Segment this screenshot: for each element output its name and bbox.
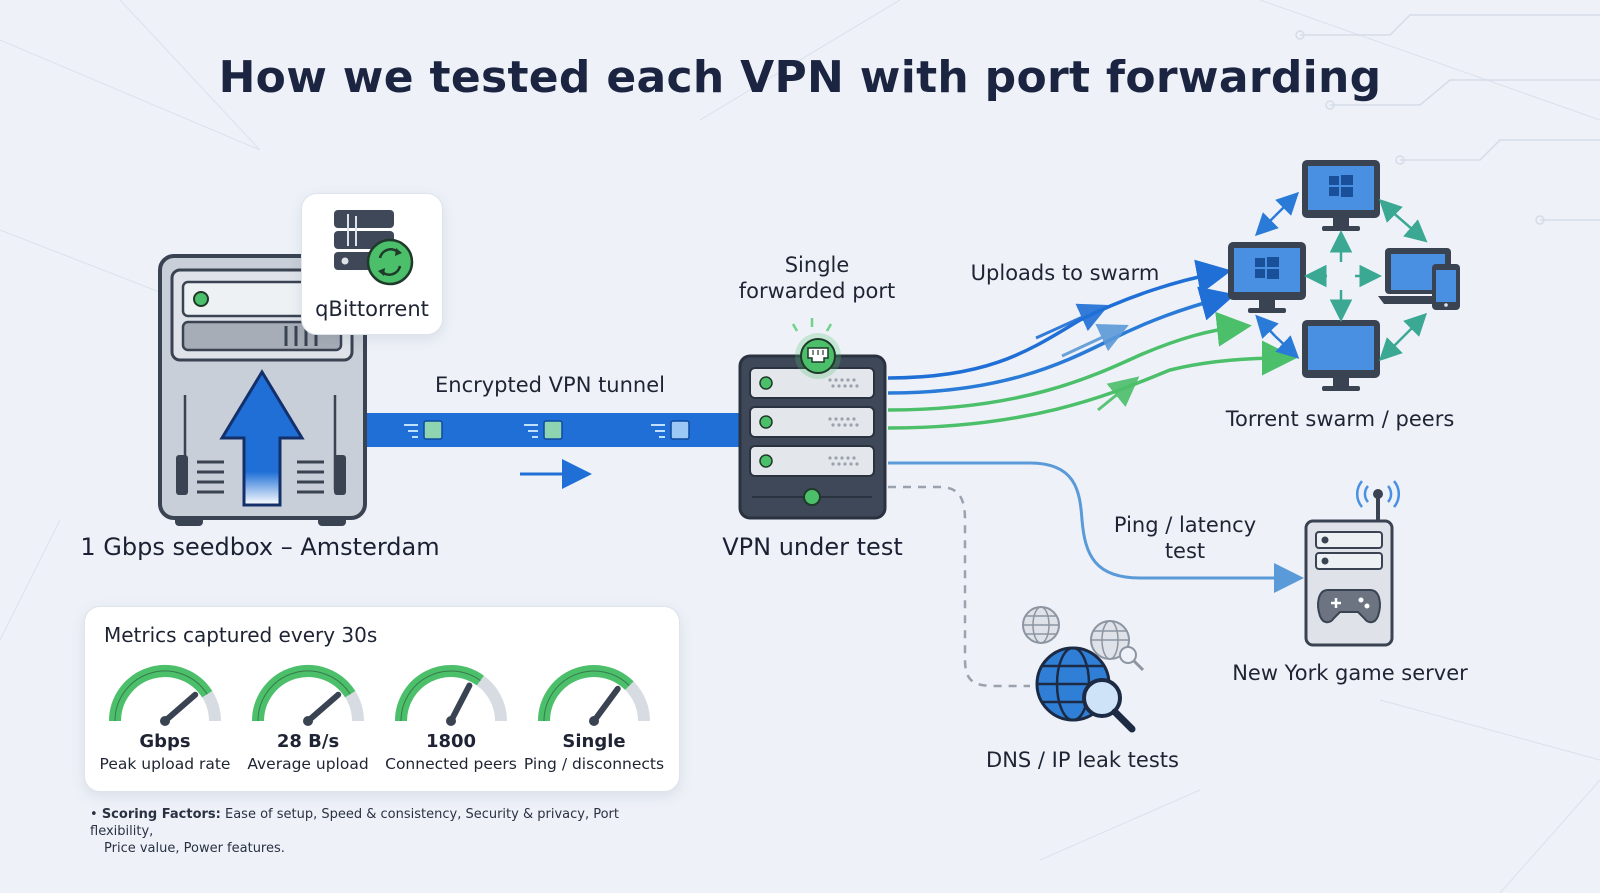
metric-label: Connected peers xyxy=(385,755,517,773)
dns-label: DNS / IP leak tests xyxy=(986,748,1179,772)
gauge-needle xyxy=(305,691,342,724)
scoring-text: Ease of setup, Speed & consistency, Secu… xyxy=(90,807,619,839)
game-server-label: New York game server xyxy=(1232,661,1468,685)
seedbox-label: 1 Gbps seedbox – Amsterdam xyxy=(80,533,440,561)
gauge-icon xyxy=(538,665,650,726)
metric-label: Ping / disconnects xyxy=(523,755,665,773)
page-title: How we tested each VPN with port forward… xyxy=(218,52,1382,103)
vpn-tunnel xyxy=(355,413,745,489)
vpn-server-icon xyxy=(738,354,887,520)
gauge-needle xyxy=(448,682,473,724)
dns-line xyxy=(888,485,1030,688)
gauge-needle xyxy=(162,691,199,724)
metric-value: 28 B/s xyxy=(276,731,340,752)
scoring-label: Scoring Factors: xyxy=(101,807,221,822)
vpn-label: VPN under test xyxy=(722,533,903,561)
globe-icon xyxy=(1022,606,1145,722)
phone-icon xyxy=(1432,264,1460,310)
scoring-text-2: Price value, Power features. xyxy=(104,841,285,856)
gauge-icon xyxy=(109,665,221,726)
swarm-peers xyxy=(1228,160,1460,391)
gauge-fill xyxy=(538,665,634,722)
metric-label: Average upload xyxy=(247,755,369,773)
metrics-heading: Metrics captured every 30s xyxy=(104,623,378,647)
ping-line xyxy=(888,461,1304,593)
scoring-note: • Scoring Factors: Ease of setup, Speed … xyxy=(90,806,670,857)
uploads-label: Uploads to swarm xyxy=(970,261,1160,285)
gauge-needle xyxy=(591,685,621,724)
ping-label: Ping / latency test xyxy=(1113,513,1257,563)
windows-monitor-left xyxy=(1228,242,1306,313)
bullet: • xyxy=(90,807,102,822)
arrow-up-icon xyxy=(219,369,305,507)
qbittorrent-label: qBittorrent xyxy=(315,297,429,321)
monitor-bottom xyxy=(1302,320,1380,391)
metric-value: Gbps xyxy=(139,731,191,752)
gauge-fill xyxy=(395,665,484,722)
gauge-icon xyxy=(395,665,507,726)
ethernet-port-icon xyxy=(791,318,841,379)
tunnel-label: Encrypted VPN tunnel xyxy=(434,373,665,397)
qbittorrent-card: qBittorrent xyxy=(301,193,443,335)
upload-lines xyxy=(887,259,1297,430)
metric-label: Peak upload rate xyxy=(99,755,231,773)
swarm-label: Torrent swarm / peers xyxy=(1225,407,1455,431)
windows-monitor-top xyxy=(1302,160,1380,231)
server-refresh-icon xyxy=(334,210,414,286)
gauge-icon xyxy=(252,665,364,726)
magnifier-icon xyxy=(1082,678,1136,733)
metric-value: Single xyxy=(562,731,626,752)
game-server-icon xyxy=(1304,480,1401,647)
forwarded-port-label: Single forwarded port xyxy=(738,253,896,303)
metric-value: 1800 xyxy=(425,731,477,752)
